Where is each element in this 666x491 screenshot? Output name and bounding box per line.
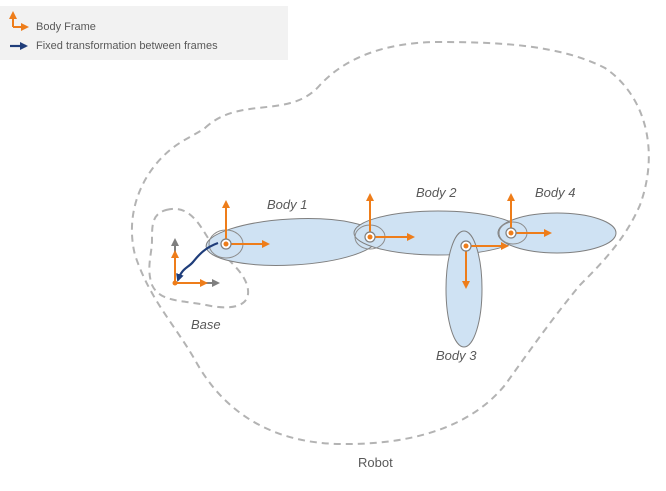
legend: Body Frame Fixed transformation between … — [0, 6, 288, 60]
robot-outline — [131, 40, 650, 446]
legend-background — [0, 6, 288, 60]
body-4-frame — [505, 193, 552, 239]
base-frame — [171, 238, 220, 287]
body-3-label: Body 3 — [436, 348, 477, 363]
fixed-transform-arrow — [176, 241, 219, 282]
robot-label: Robot — [358, 455, 393, 470]
body-2-frame — [364, 193, 415, 243]
body-4-link — [497, 212, 617, 254]
body-frame-legend-icon — [9, 11, 29, 31]
body-4-label: Body 4 — [535, 185, 575, 200]
base-outline — [148, 207, 250, 309]
body-3-frame — [460, 240, 509, 289]
base-label: Base — [191, 317, 221, 332]
body-1-label: Body 1 — [267, 197, 307, 212]
body-frame-legend-label: Body Frame — [36, 21, 96, 33]
body-3-link — [445, 230, 483, 348]
fixed-transform-legend-label: Fixed transformation between frames — [36, 40, 218, 52]
body-1-frame — [220, 200, 270, 250]
body-2-link — [353, 210, 523, 256]
body-2-label: Body 2 — [416, 185, 457, 200]
